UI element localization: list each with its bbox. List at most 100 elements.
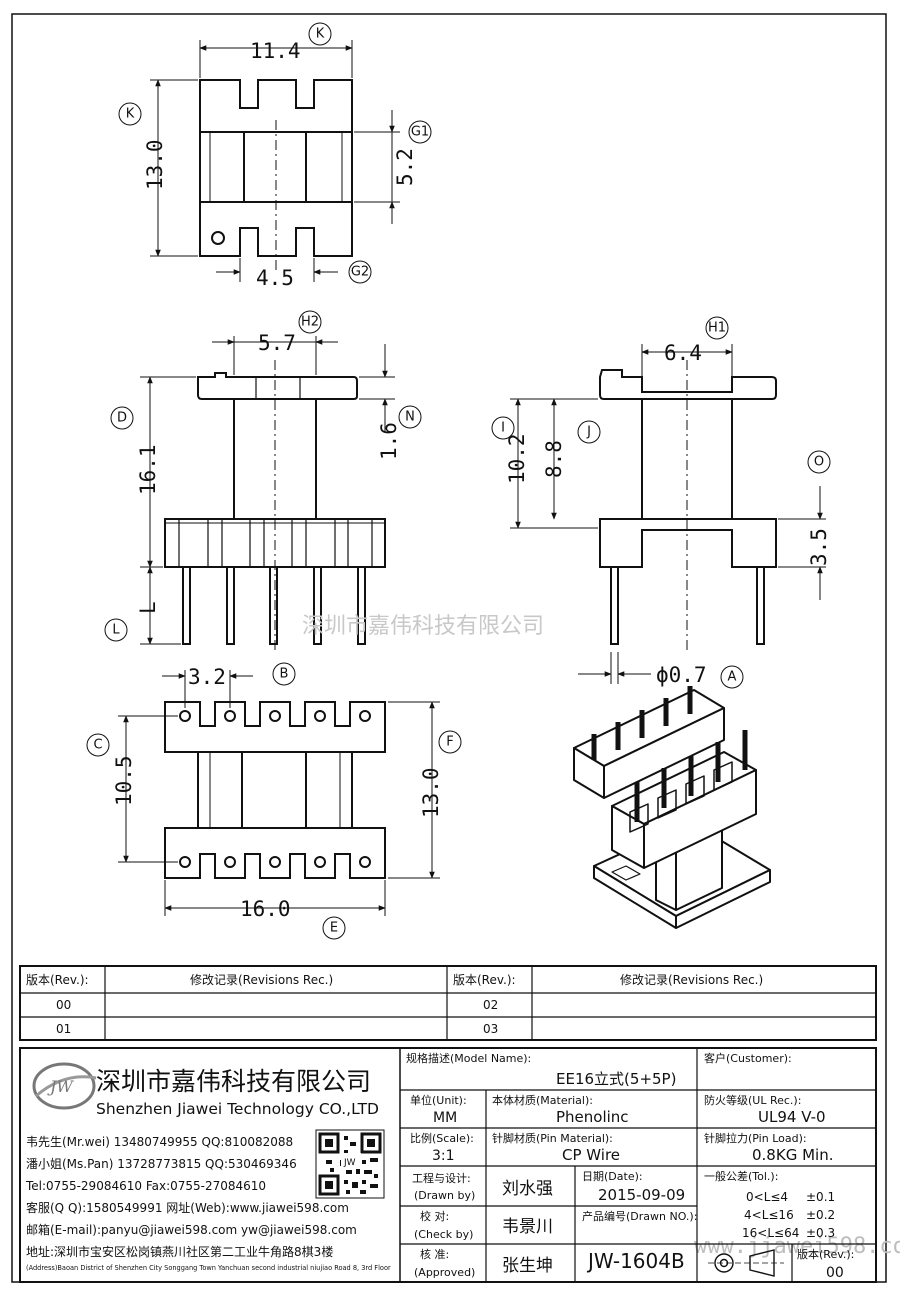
dim-side-base: 3.5	[807, 528, 831, 566]
pin-material-label: 针脚材质(Pin Material):	[492, 1131, 613, 1145]
front-view-dims	[140, 336, 395, 645]
address-cn: 地址:深圳市宝安区松岗镇燕川社区第二工业牛角路8棋3楼	[26, 1244, 333, 1259]
contact-line-5: 邮箱(E-mail):panyu@jiawei598.com yw@jiawei…	[26, 1222, 357, 1237]
callout-j: J	[577, 420, 601, 444]
company-logo: JW	[32, 1062, 97, 1110]
svg-text:E: E	[330, 921, 338, 936]
rev-cell: 03	[483, 1022, 498, 1036]
dim-side-window: 6.4	[664, 341, 702, 365]
model-label: 规格描述(Model Name):	[406, 1051, 531, 1065]
svg-text:K: K	[316, 27, 325, 42]
model-value: EE16立式(5+5P)	[556, 1070, 676, 1088]
dim-front-height: 16.1	[136, 444, 160, 495]
pin-material-value: CP Wire	[562, 1146, 620, 1164]
dim-bottom-depth: 13.0	[419, 767, 443, 818]
callout-l: L	[104, 618, 128, 642]
rev-header-1: 版本(Rev.):	[26, 973, 89, 987]
svg-text:B: B	[280, 667, 289, 682]
callout-d: D	[110, 406, 134, 430]
date-value: 2015-09-09	[598, 1186, 685, 1204]
callout-i: I	[491, 416, 515, 440]
approved-value: 张生坤	[502, 1256, 553, 1276]
unit-label: 单位(Unit):	[410, 1093, 467, 1107]
dim-top-height: 13.0	[143, 139, 167, 190]
callout-g1: G1	[408, 120, 432, 144]
rev-label: 版本(Rev.):	[797, 1247, 854, 1261]
ul-value: UL94 V-0	[758, 1108, 826, 1126]
tolerance-label: 一般公差(Tol.):	[704, 1169, 778, 1183]
callout-c: C	[86, 733, 110, 757]
logo-text: JW	[47, 1077, 74, 1096]
svg-text:K: K	[126, 107, 135, 122]
dim-front-flange-thk: 1.6	[377, 422, 401, 460]
tolerance-range-2: 4<L≤16	[744, 1208, 794, 1222]
svg-text:G2: G2	[351, 265, 369, 280]
callout-h1: H1	[705, 316, 729, 340]
bottom-view	[164, 701, 386, 879]
rev-value: 00	[826, 1265, 844, 1281]
svg-text:H1: H1	[708, 321, 726, 336]
approved-label-en: (Approved)	[414, 1266, 475, 1279]
dim-bottom-pitch: 3.2	[188, 665, 226, 689]
scale-label: 比例(Scale):	[410, 1131, 474, 1145]
rev-cell: 02	[483, 998, 498, 1012]
date-label: 日期(Date):	[582, 1170, 643, 1183]
company-name-cn: 深圳市嘉伟科技有限公司	[96, 1067, 371, 1096]
svg-text:D: D	[117, 411, 127, 426]
callout-e: E	[322, 916, 346, 940]
callout-n: N	[398, 405, 422, 429]
dim-top-pin-gap: 4.5	[256, 266, 294, 290]
dim-front-flange: 5.7	[258, 331, 296, 355]
svg-text:N: N	[405, 410, 415, 425]
dim-bottom-length: 16.0	[240, 897, 291, 921]
contact-line-4: 客服(Q Q):1580549991 网址(Web):www.jiawei598…	[26, 1200, 349, 1215]
material-label: 本体材质(Material):	[492, 1093, 593, 1107]
dim-bottom-pin-row: 10.5	[112, 755, 136, 806]
front-view	[164, 360, 386, 650]
ul-label: 防火等级(UL Rec.):	[704, 1093, 801, 1107]
qr-code-icon: JW	[315, 1129, 385, 1199]
dim-side-height-j: 8.8	[542, 440, 566, 478]
watermark-center: 深圳市嘉伟科技有限公司	[302, 614, 544, 639]
svg-text:J: J	[586, 425, 591, 440]
rev-cell: 00	[56, 998, 71, 1012]
unit-value: MM	[433, 1110, 457, 1126]
contact-line-1: 韦先生(Mr.wei) 13480749955 QQ:810082088	[26, 1135, 293, 1149]
drawn-by-label: 工程与设计:	[412, 1172, 471, 1185]
material-value: Phenolinc	[556, 1108, 629, 1126]
contact-line-2: 潘小姐(Ms.Pan) 13728773815 QQ:530469346	[26, 1157, 297, 1171]
svg-text:O: O	[814, 455, 824, 470]
approved-label: 核 准:	[420, 1247, 449, 1261]
svg-text:JW: JW	[343, 1158, 356, 1168]
callout-o: O	[807, 450, 831, 474]
callout-f: F	[438, 730, 462, 754]
customer-label: 客户(Customer):	[704, 1051, 792, 1065]
scale-value: 3:1	[432, 1148, 455, 1164]
revision-table	[19, 965, 877, 1041]
bottom-view-dims	[118, 670, 440, 916]
check-by-value: 韦景川	[502, 1217, 553, 1237]
company-name-en: Shenzhen Jiawei Technology CO.,LTD	[96, 1100, 379, 1118]
drawn-by-label-en: (Drawn by)	[414, 1189, 475, 1202]
dim-side-height-i: 10.2	[505, 433, 529, 484]
rev-header-3: 版本(Rev.):	[453, 973, 516, 987]
callout-b: B	[272, 662, 296, 686]
title-block-grid	[19, 1047, 877, 1283]
svg-text:L: L	[112, 623, 120, 638]
dim-pin-diameter: ϕ0.7	[656, 663, 707, 687]
svg-text:I: I	[501, 421, 505, 436]
dim-top-window: 5.2	[393, 148, 417, 186]
top-view-dims	[150, 40, 400, 282]
contact-line-3: Tel:0755-29084610 Fax:0755-27084610	[25, 1179, 266, 1193]
top-view	[199, 79, 353, 270]
side-view-dims	[510, 344, 826, 684]
tolerance-range-1: 0<L≤4	[746, 1190, 788, 1204]
pin-load-value: 0.8KG Min.	[752, 1146, 833, 1164]
dim-front-pin-length: L	[136, 601, 160, 614]
check-by-label-en: (Check by)	[414, 1228, 473, 1241]
address-en: (Address)Baoan District of Shenzhen City…	[26, 1264, 391, 1272]
tolerance-value-3: ±0.3	[806, 1226, 835, 1240]
isometric-view	[573, 686, 771, 929]
projection-symbol-icon	[708, 1249, 784, 1277]
